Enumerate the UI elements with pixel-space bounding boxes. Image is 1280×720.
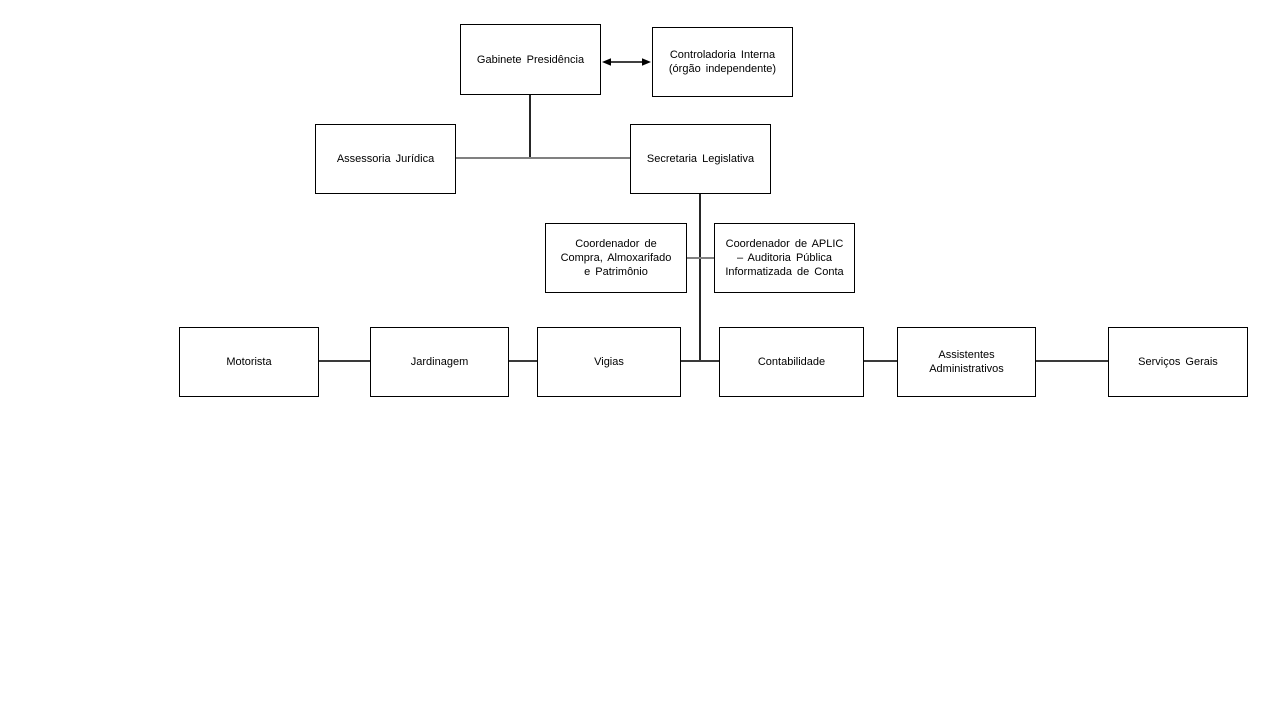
org-node-label: Secretaria Legislativa [646,153,755,165]
connector-vigias-contabilidade [681,360,719,362]
connector-contabilidade-assistentes [864,360,897,362]
org-node-label-line: (órgão independente) [668,63,777,75]
org-node-motorista: Motorista [179,327,319,397]
org-node-label: Motorista [226,356,272,368]
connector-gabinete-down [529,95,531,158]
connector-assistentes-servicos [1036,360,1108,362]
org-node-assessoria-juridica: Assessoria Jurídica [315,124,456,194]
org-node-label-line: Coordenador de [575,238,657,250]
org-node-coordenador-aplic: Coordenador de APLIC – Auditoria Pública… [714,223,855,293]
org-node-servicos-gerais: Serviços Gerais [1108,327,1248,397]
org-node-jardinagem: Jardinagem [370,327,509,397]
org-node-controladoria-interna: Controladoria Interna (órgão independent… [652,27,793,97]
org-node-coordenador-compra-almoxarifado-patrimonio: Coordenador de Compra, Almoxarifado e Pa… [545,223,687,293]
org-node-vigias: Vigias [537,327,681,397]
connector-jardinagem-vigias [509,360,537,362]
org-node-assistentes-administrativos: Assistentes Administrativos [897,327,1036,397]
org-node-label: Serviços Gerais [1138,356,1218,368]
connector-assessoria-secretaria [456,157,630,159]
org-node-label: Gabinete Presidência [476,53,585,66]
org-node-label: Assessoria Jurídica [336,153,435,165]
org-node-label: Jardinagem [410,356,469,368]
org-node-label-line: – Auditoria Pública [736,252,833,264]
org-node-label-line: Informatizada de Conta [725,266,844,278]
org-node-label: Assistentes Administrativos [929,349,1004,375]
org-node-gabinete-presidencia: Gabinete Presidência [460,24,601,95]
org-node-label: Vigias [594,356,624,368]
org-node-label-line: Controladoria Interna [669,49,776,61]
org-node-contabilidade: Contabilidade [719,327,864,397]
double-arrow-icon [602,58,651,66]
org-node-label-line: e Patrimônio [584,266,648,278]
org-node-label-line: Coordenador de APLIC [725,238,844,250]
connector-secretaria-down [699,194,701,362]
org-node-label-line: Compra, Almoxarifado [560,252,672,264]
connector-coordenadores [687,257,714,259]
connector-motorista-jardinagem [319,360,370,362]
org-node-label: Contabilidade [757,356,826,368]
org-node-secretaria-legislativa: Secretaria Legislativa [630,124,771,194]
